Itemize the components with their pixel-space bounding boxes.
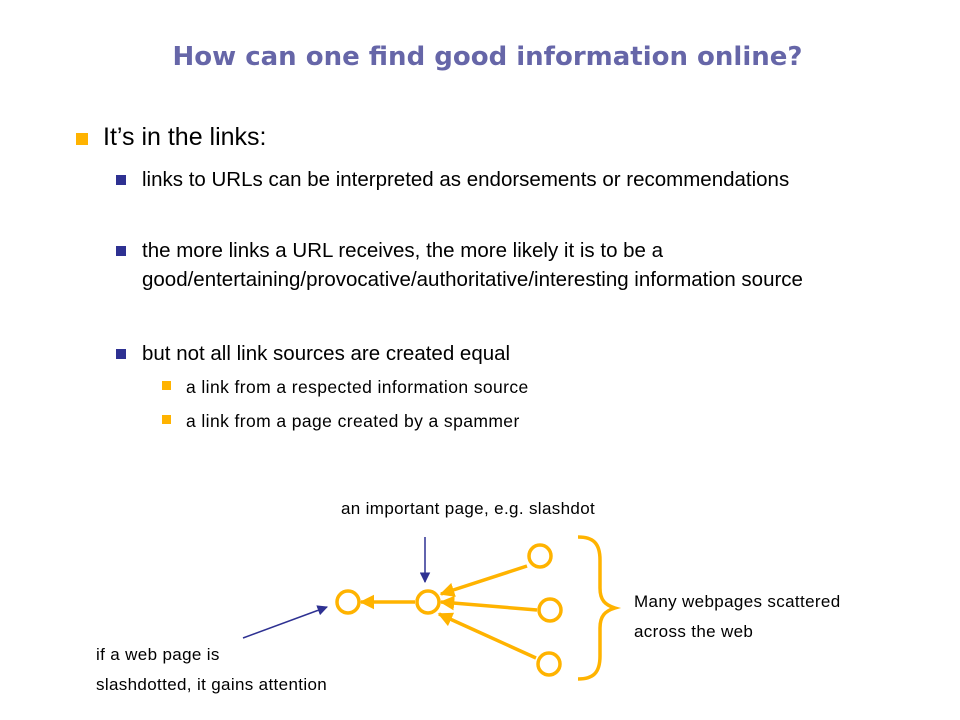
square-bullet-icon [162, 415, 171, 424]
right-brace-icon [577, 535, 622, 681]
sub-bullet-text: a link from a respected information sour… [186, 377, 529, 397]
square-bullet-icon [116, 246, 126, 256]
sub-bullet-text: a link from a page created by a spammer [186, 411, 520, 431]
scattered-pages-label-line1: Many webpages scattered [634, 592, 841, 611]
square-bullet-icon [162, 381, 171, 390]
important-page-node [415, 589, 441, 615]
page-node [335, 589, 361, 615]
main-bullet-text: It’s in the links: [103, 123, 267, 151]
link-arrow [439, 564, 528, 597]
slashdotted-label-line1: if a web page is [96, 645, 220, 664]
main-bullet: It’s in the links: [76, 121, 267, 153]
important-page-label: an important page, e.g. slashdot [341, 499, 596, 518]
scattered-pages-label: Many webpages scattered across the web [634, 587, 841, 647]
link-arrow [439, 595, 538, 612]
slashdotted-label-line2: slashdotted, it gains attention [96, 675, 328, 694]
bullet-point: but not all link sources are created equ… [116, 340, 862, 369]
square-bullet-icon [76, 133, 88, 145]
bullet-point: links to URLs can be interpreted as endo… [116, 166, 862, 195]
sub-bullet-point: a link from a respected information sour… [162, 375, 529, 399]
bullet-point-text: links to URLs can be interpreted as endo… [142, 168, 790, 191]
page-node [536, 651, 562, 677]
slide-title: How can one find good information online… [172, 42, 803, 72]
bullet-point-text: the more links a URL receives, the more … [142, 239, 803, 291]
link-arrow [437, 612, 537, 660]
slashdotted-label: if a web page is slashdotted, it gains a… [96, 640, 327, 700]
pointer-arrow [242, 605, 328, 639]
bullet-point-text: but not all link sources are created equ… [142, 342, 511, 365]
square-bullet-icon [116, 349, 126, 359]
square-bullet-icon [116, 175, 126, 185]
page-node [527, 543, 553, 569]
bullet-point: the more links a URL receives, the more … [116, 237, 862, 294]
page-node [537, 597, 563, 623]
sub-bullet-point: a link from a page created by a spammer [162, 409, 520, 433]
scattered-pages-label-line2: across the web [634, 622, 754, 641]
